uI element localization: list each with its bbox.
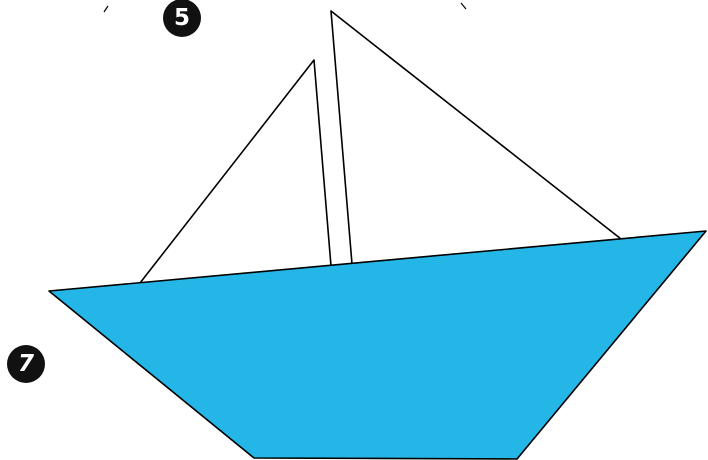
boat-hull: [49, 231, 706, 459]
step-badge-top: 5: [163, 0, 201, 37]
large-sail: [331, 11, 621, 264]
step-badge-left: 7: [7, 345, 45, 383]
step-number-left: 7: [18, 353, 34, 376]
fold-mark-right: [461, 3, 466, 9]
step-number-top: 5: [174, 7, 190, 30]
fold-mark-left: [104, 6, 108, 12]
small-sail: [140, 60, 331, 283]
